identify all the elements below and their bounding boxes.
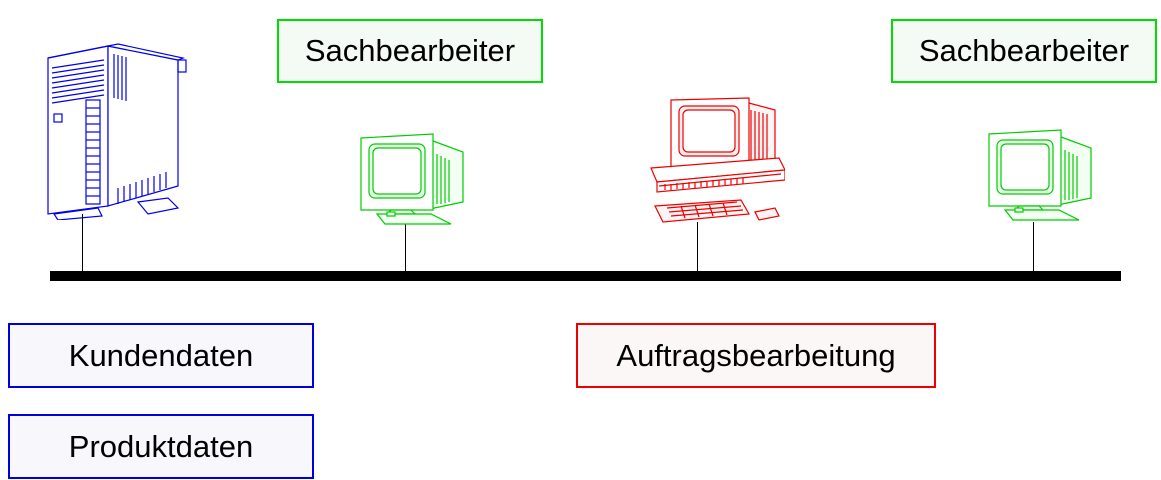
terminal-left-icon	[360, 133, 464, 225]
terminal-left-connection-line	[405, 224, 406, 272]
clerk-label-right: Sachbearbeiter	[891, 19, 1157, 83]
terminal-right-icon	[988, 129, 1092, 221]
terminal-right-connection-line	[1033, 222, 1034, 272]
product-data-label: Produktdaten	[8, 414, 314, 479]
network-bus	[50, 271, 1121, 281]
server-tower-icon	[47, 43, 187, 220]
server-connection-line	[82, 214, 83, 272]
workstation-connection-line	[697, 222, 698, 272]
clerk-label-left: Sachbearbeiter	[277, 19, 543, 83]
workstation-icon	[650, 97, 785, 223]
customer-data-label: Kundendaten	[8, 323, 314, 388]
order-processing-label: Auftragsbearbeitung	[576, 323, 936, 388]
